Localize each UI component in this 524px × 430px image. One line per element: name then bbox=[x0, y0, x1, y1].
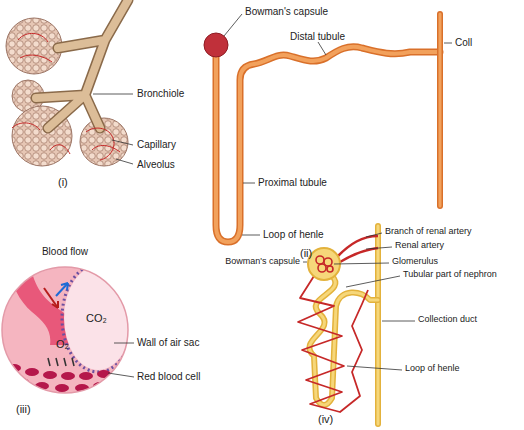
exchange-marks bbox=[48, 358, 74, 366]
panel-number: (i) bbox=[58, 176, 68, 188]
part-label: Distal tubule bbox=[290, 31, 345, 42]
collecting-duct bbox=[439, 14, 442, 206]
part-label: Tubular part of nephron bbox=[403, 270, 497, 280]
tubule-outline bbox=[309, 276, 378, 405]
part-label: Wall of air sac bbox=[137, 337, 199, 348]
leader-line bbox=[242, 235, 260, 236]
lung-illustration bbox=[6, 0, 133, 166]
collection-duct bbox=[377, 226, 380, 424]
bronchiole-tube bbox=[36, 0, 128, 128]
leader-line bbox=[444, 43, 452, 44]
blood-capillary bbox=[298, 276, 368, 412]
part-label: Red blood cell bbox=[137, 371, 200, 382]
renal-artery bbox=[338, 236, 378, 262]
part-label: Collection duct bbox=[418, 315, 477, 325]
part-label: Bronchiole bbox=[137, 88, 184, 99]
leader-line bbox=[366, 233, 382, 237]
flow-arrow bbox=[44, 288, 58, 308]
tubule bbox=[309, 276, 378, 405]
bowmans-capsule bbox=[204, 33, 228, 57]
tubule-outline bbox=[216, 47, 440, 242]
part-label: Bowman's capsule bbox=[225, 257, 300, 267]
part-label: Branch of renal artery bbox=[385, 227, 472, 237]
tubule bbox=[216, 47, 440, 242]
part-label: Capillary bbox=[137, 139, 176, 150]
arrow-head bbox=[61, 283, 68, 290]
gas-label: CO₂ bbox=[86, 312, 107, 324]
nephron-illustration bbox=[204, 14, 452, 242]
arrow-head bbox=[52, 301, 58, 308]
part-label: Alveolus bbox=[137, 159, 175, 170]
blood-vessel bbox=[8, 262, 74, 345]
glomerulus bbox=[316, 256, 333, 272]
leader-line bbox=[108, 373, 134, 377]
part-label: Renal artery bbox=[395, 241, 444, 251]
part-label: Loop of henle bbox=[263, 229, 324, 240]
leader-line bbox=[112, 140, 133, 145]
collecting-duct bbox=[437, 14, 443, 206]
nephron-blood-illustration bbox=[298, 226, 415, 424]
leader-line bbox=[382, 321, 415, 322]
leader-line bbox=[114, 343, 134, 344]
leader-line bbox=[318, 42, 326, 55]
panel-number: (ii) bbox=[300, 247, 312, 259]
part-label: Blood flow bbox=[42, 246, 88, 257]
part-label: Glomerulus bbox=[392, 257, 438, 267]
lens-outline bbox=[2, 267, 128, 393]
bronchiole-outline bbox=[36, 0, 128, 128]
leader-line bbox=[347, 366, 402, 370]
part-label: Loop of henle bbox=[405, 364, 460, 374]
leader-line bbox=[224, 14, 242, 36]
part-label: Coll bbox=[455, 37, 472, 48]
red-blood-cells bbox=[7, 364, 111, 392]
leader-line bbox=[93, 94, 133, 95]
part-label: Proximal tubule bbox=[258, 177, 327, 188]
capillary-vessel bbox=[12, 123, 120, 160]
air-sac bbox=[64, 266, 132, 370]
leader-line bbox=[303, 262, 307, 263]
panel-number: (iii) bbox=[16, 403, 31, 415]
leader-line bbox=[334, 263, 389, 264]
part-label: Bowman's capsule bbox=[245, 6, 328, 17]
leader-line bbox=[366, 247, 392, 249]
leader-line bbox=[243, 183, 255, 184]
flow-arrow bbox=[56, 283, 68, 296]
collection-duct bbox=[375, 226, 381, 424]
capillary-vessel bbox=[18, 33, 52, 62]
panel-number: (iv) bbox=[318, 413, 333, 425]
leader-line bbox=[346, 276, 400, 287]
gas-exchange-illustration bbox=[0, 262, 134, 395]
leader-line bbox=[116, 159, 133, 164]
gas-label: O₂ bbox=[56, 338, 69, 350]
